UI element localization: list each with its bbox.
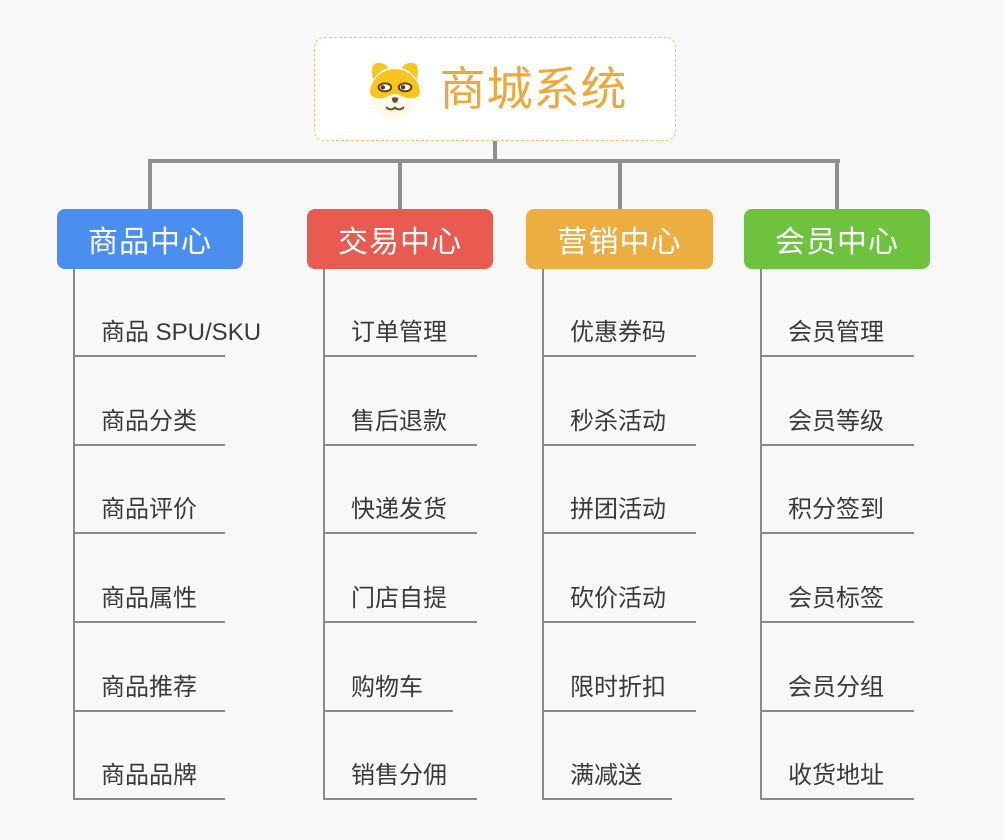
branch-header-2[interactable]: 营销中心	[526, 209, 713, 269]
branch-label: 交易中心	[338, 226, 462, 259]
branch-header-3[interactable]: 会员中心	[744, 209, 930, 269]
leaf-node[interactable]: 售后退款	[323, 402, 477, 446]
branch-connector-line	[618, 159, 622, 209]
leaf-node[interactable]: 购物车	[323, 668, 453, 712]
root-title: 商城系统	[439, 63, 628, 115]
branch-connector-line	[398, 159, 402, 209]
branch-header-1[interactable]: 交易中心	[307, 209, 493, 269]
leaf-node[interactable]: 商品评价	[73, 490, 225, 534]
leaf-node[interactable]: 会员标签	[760, 579, 914, 623]
horizontal-connector-line	[148, 159, 840, 163]
leaf-node[interactable]: 会员分组	[760, 668, 914, 712]
leaf-node[interactable]: 会员等级	[760, 402, 914, 446]
branch-label: 商品中心	[88, 226, 212, 259]
branch-label: 会员中心	[775, 226, 899, 259]
root-connector-line	[493, 141, 497, 163]
leaf-node[interactable]: 商品品牌	[73, 756, 225, 800]
dog-face-icon	[363, 59, 427, 119]
leaf-node[interactable]: 销售分佣	[323, 756, 477, 800]
leaf-node[interactable]: 限时折扣	[542, 668, 696, 712]
leaf-node[interactable]: 商品属性	[73, 579, 225, 623]
leaf-node[interactable]: 商品 SPU/SKU	[73, 313, 261, 357]
leaf-node[interactable]: 商品分类	[73, 402, 225, 446]
leaf-node[interactable]: 商品推荐	[73, 668, 225, 712]
branch-connector-line	[148, 159, 152, 209]
branch-connector-line	[835, 159, 839, 209]
root-node[interactable]: 商城系统	[314, 37, 676, 141]
leaf-node[interactable]: 秒杀活动	[542, 402, 696, 446]
leaf-node[interactable]: 满减送	[542, 756, 672, 800]
leaf-node[interactable]: 快递发货	[323, 490, 477, 534]
leaf-node[interactable]: 收货地址	[760, 756, 914, 800]
leaf-node[interactable]: 门店自提	[323, 579, 477, 623]
branch-label: 营销中心	[557, 226, 682, 259]
leaf-node[interactable]: 砍价活动	[542, 579, 696, 623]
leaf-node[interactable]: 会员管理	[760, 313, 914, 357]
branch-header-0[interactable]: 商品中心	[57, 209, 243, 269]
leaf-node[interactable]: 拼团活动	[542, 490, 696, 534]
leaf-node[interactable]: 积分签到	[760, 490, 914, 534]
leaf-node[interactable]: 订单管理	[323, 313, 477, 357]
leaf-node[interactable]: 优惠券码	[542, 313, 696, 357]
